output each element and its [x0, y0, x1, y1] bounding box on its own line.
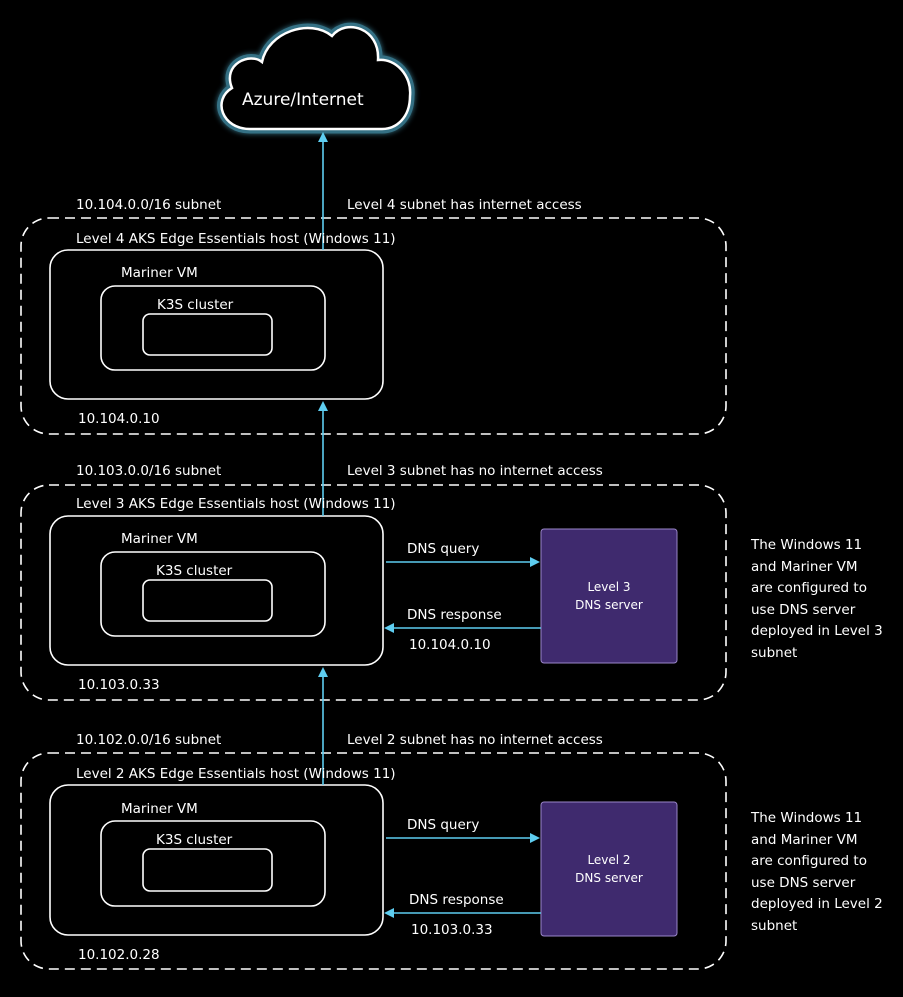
level-3-cluster-label: K3S cluster	[156, 563, 233, 579]
cloud-label: Azure/Internet	[242, 90, 364, 110]
level-3-ip-label: 10.103.0.33	[78, 677, 160, 693]
level-3-access-label: Level 3 subnet has no internet access	[347, 463, 603, 479]
level-3-dns-query-label: DNS query	[407, 541, 480, 557]
level-2-dns-server-label: Level 2 DNS server	[575, 853, 643, 885]
level-3-cluster-box	[142, 579, 273, 622]
level-2-subnet-boundary	[20, 752, 727, 970]
level-3-response-ip-label: 10.104.0.10	[409, 637, 491, 653]
level-2-access-label: Level 2 subnet has no internet access	[347, 732, 603, 748]
level-3-host-box	[49, 515, 384, 666]
cloud-icon	[217, 22, 415, 134]
level-3-subnet-boundary	[20, 484, 727, 701]
level-4-ip-label: 10.104.0.10	[78, 411, 160, 427]
level-3-dns-response-label: DNS response	[407, 607, 502, 623]
level-2-cluster-box	[142, 848, 273, 892]
level-2-response-ip-label: 10.103.0.33	[411, 922, 493, 938]
level-2-subnet-label: 10.102.0.0/16 subnet	[76, 732, 222, 748]
level-4-vm-box	[100, 285, 326, 371]
level-2-host-box	[49, 784, 384, 936]
level-2-vm-box	[100, 820, 326, 907]
level-4-host-label: Level 4 AKS Edge Essentials host (Window…	[76, 231, 396, 247]
level-2-ip-label: 10.102.0.28	[78, 947, 160, 963]
level-2-dns-query-label: DNS query	[407, 817, 480, 833]
level-4-access-label: Level 4 subnet has internet access	[347, 197, 582, 213]
level-3-config-note: The Windows 11 and Mariner VM are config…	[751, 537, 883, 661]
level-2-config-note: The Windows 11 and Mariner VM are config…	[751, 810, 883, 934]
level-4-vm-label: Mariner VM	[121, 265, 198, 281]
level-4-subnet-boundary	[20, 217, 727, 435]
level-2-dns-response-label: DNS response	[409, 892, 504, 908]
level-2-dns-server-box	[540, 801, 678, 937]
level-3-vm-box	[100, 551, 326, 637]
level-2-host-label: Level 2 AKS Edge Essentials host (Window…	[76, 766, 396, 782]
level-2-cluster-label: K3S cluster	[156, 832, 233, 848]
level-2-vm-label: Mariner VM	[121, 801, 198, 817]
level-4-cluster-label: K3S cluster	[157, 297, 234, 313]
level-3-dns-server-box	[540, 528, 678, 664]
level-4-subnet-label: 10.104.0.0/16 subnet	[76, 197, 222, 213]
level-3-dns-server-label: Level 3 DNS server	[575, 580, 643, 612]
level-4-cluster-box	[142, 313, 273, 356]
level-4-host-box	[49, 249, 384, 400]
level-3-host-label: Level 3 AKS Edge Essentials host (Window…	[76, 496, 396, 512]
level-3-subnet-label: 10.103.0.0/16 subnet	[76, 463, 222, 479]
level-3-vm-label: Mariner VM	[121, 531, 198, 547]
